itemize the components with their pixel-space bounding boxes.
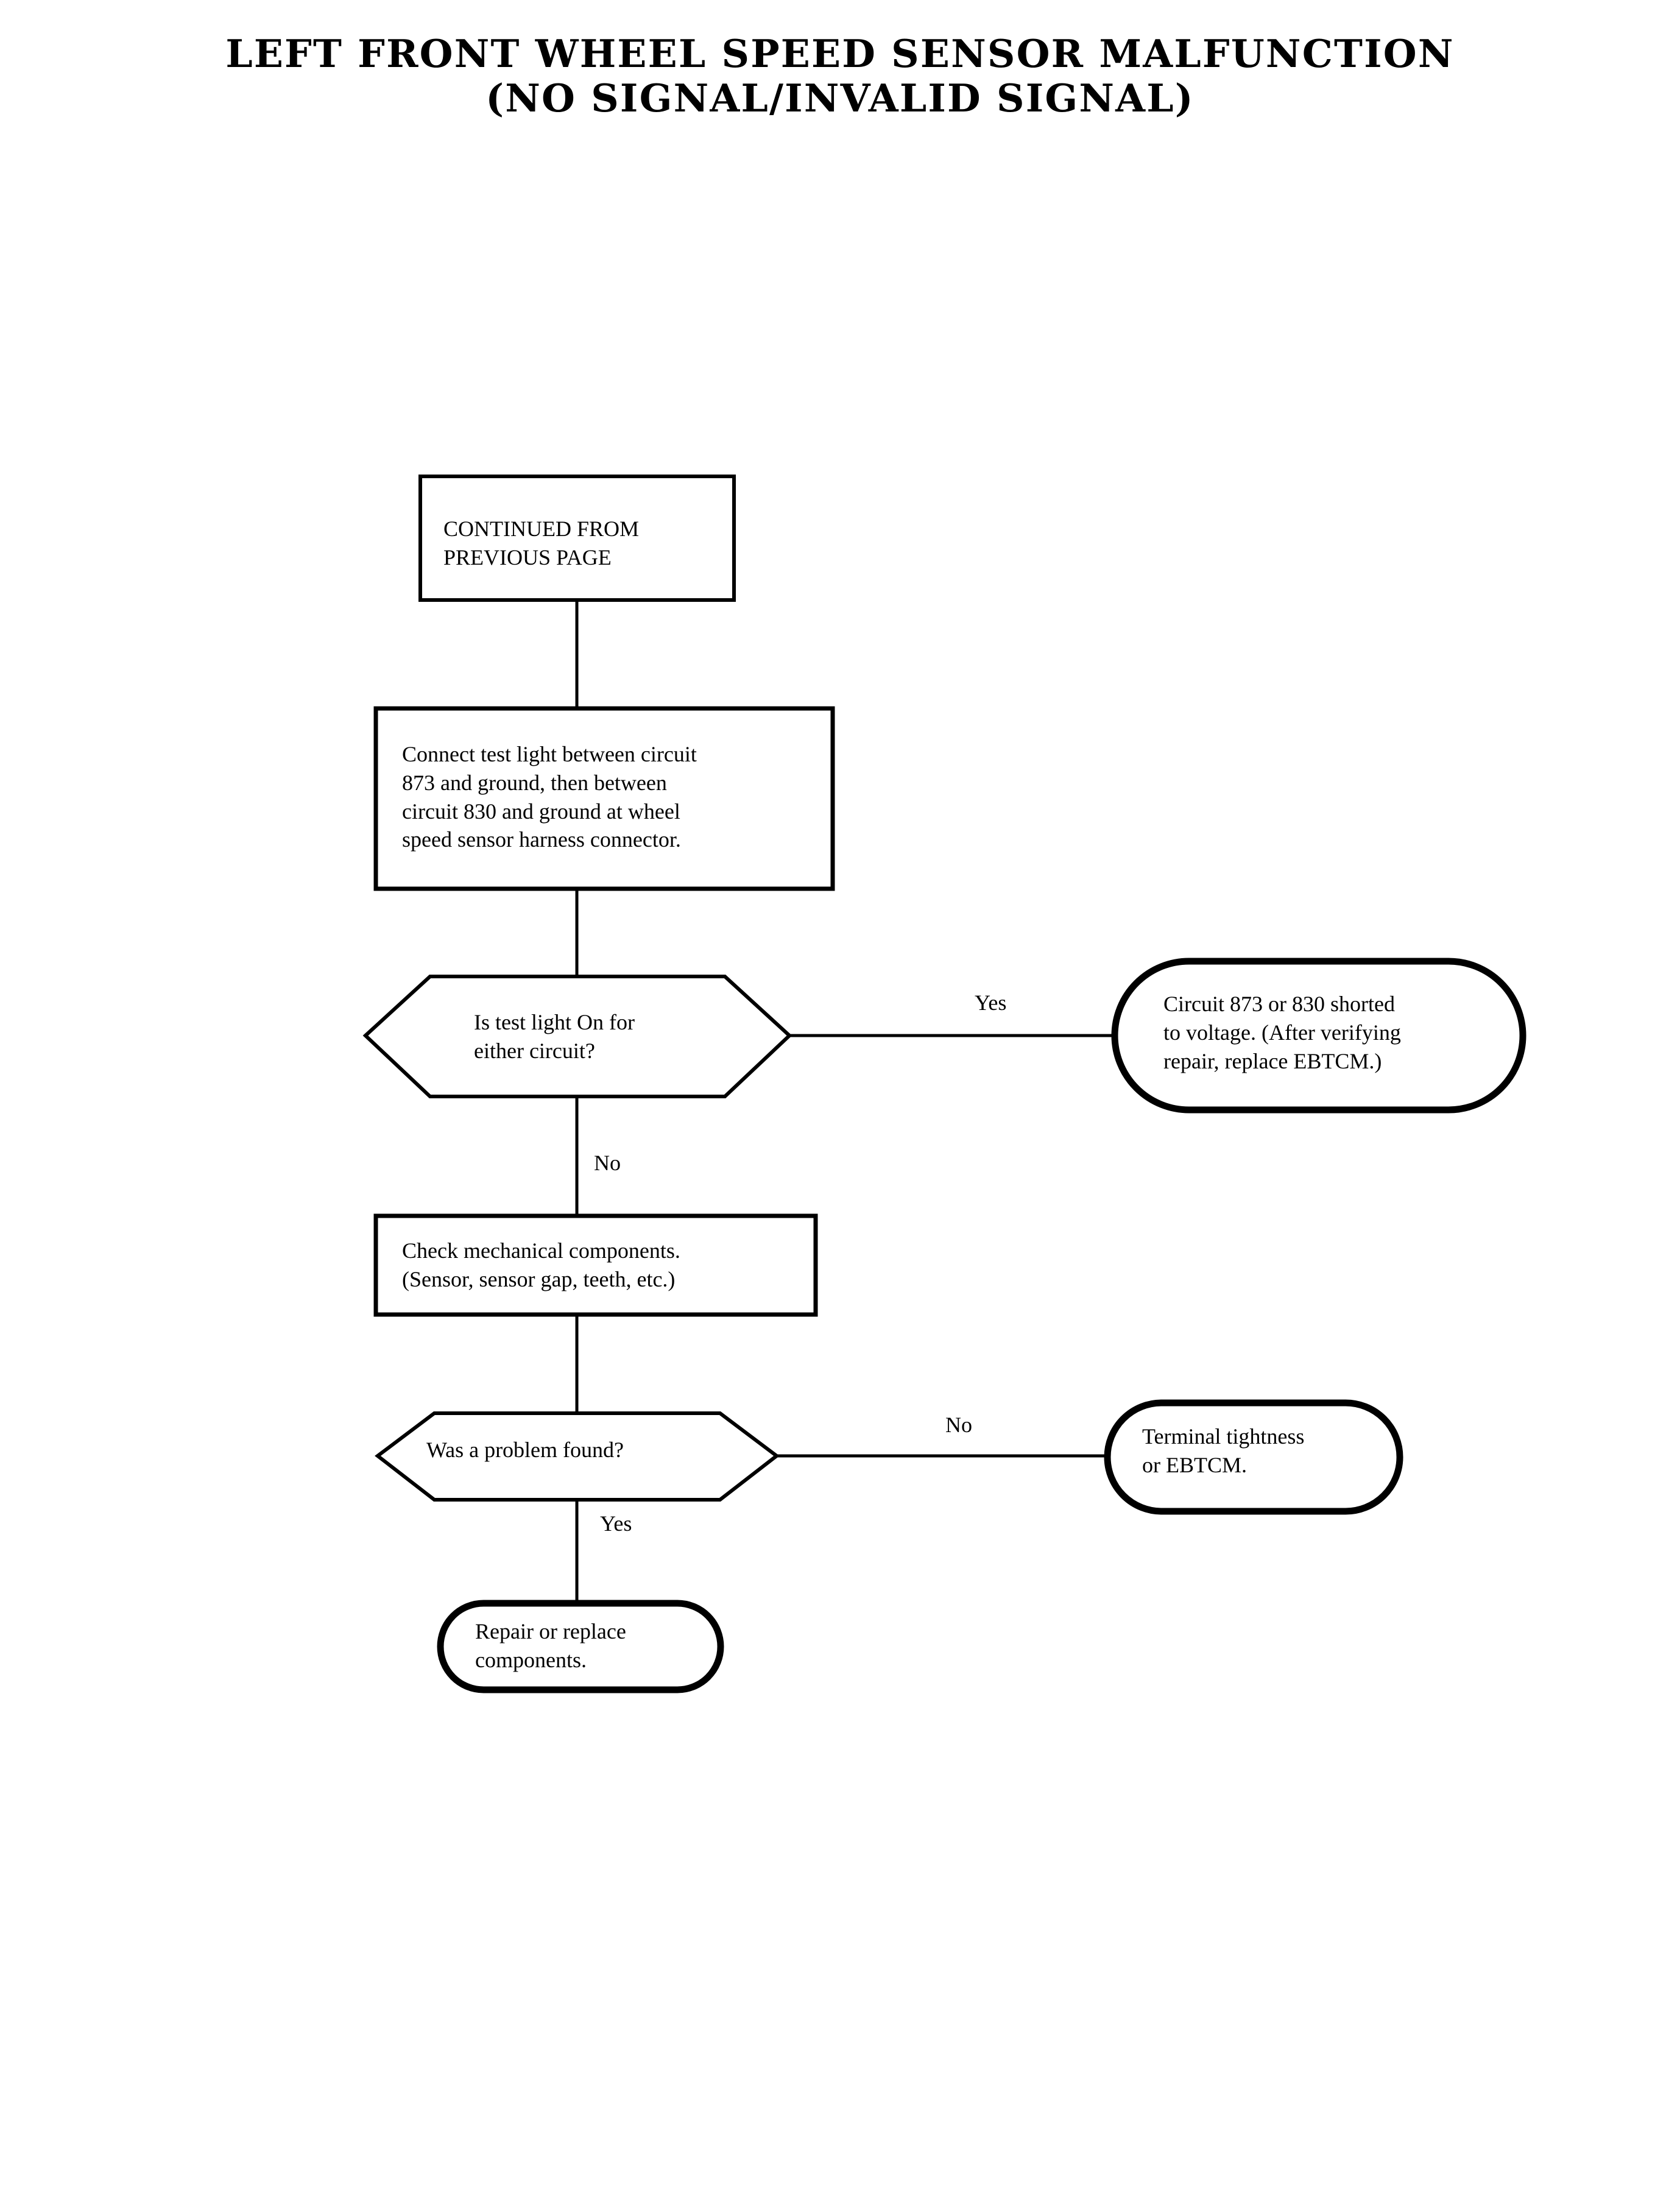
edge-label-yes-test-light: Yes xyxy=(975,990,1007,1015)
node-repair-or-replace-components xyxy=(437,1600,724,1693)
node-check-mechanical-components xyxy=(373,1213,818,1317)
edge-label-yes-problem-found: Yes xyxy=(600,1511,632,1536)
node-terminal-tightness-or-ebtcm xyxy=(1104,1399,1403,1515)
edge-label-no-test-light: No xyxy=(594,1151,621,1175)
node-circuit-shorted-to-voltage xyxy=(1111,958,1526,1114)
node-is-test-light-on xyxy=(362,975,792,1098)
node-was-a-problem-found xyxy=(375,1411,780,1502)
page-title-line-2: (NO SIGNAL/INVALID SIGNAL) xyxy=(485,76,1195,121)
edge-label-no-problem-found: No xyxy=(945,1413,972,1437)
page-title: LEFT FRONT WHEEL SPEED SENSOR MALFUNCTIO… xyxy=(0,31,1680,121)
page-title-line-1: LEFT FRONT WHEEL SPEED SENSOR MALFUNCTIO… xyxy=(225,31,1455,76)
node-continued-from-previous-page xyxy=(418,475,736,602)
node-connect-test-light xyxy=(373,706,835,891)
